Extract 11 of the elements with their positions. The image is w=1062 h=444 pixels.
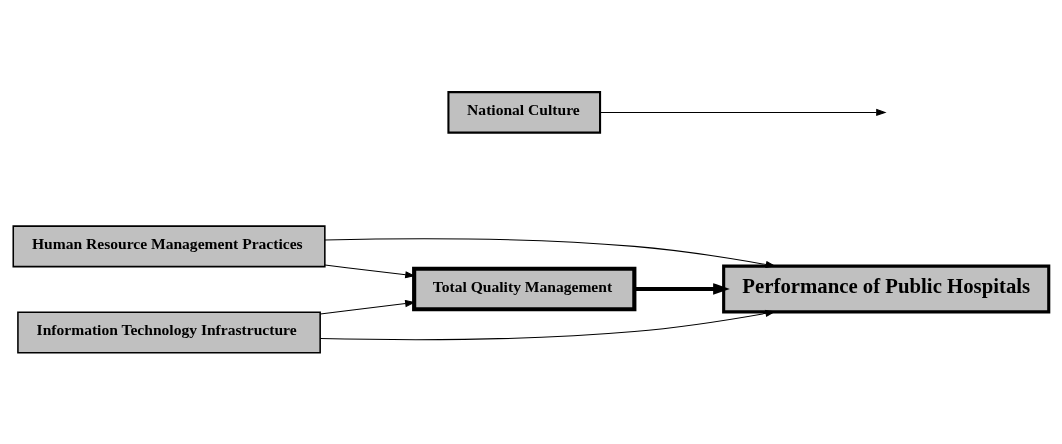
node-box: Human Resource Management Practices: [12, 224, 326, 267]
arrow: [324, 237, 777, 268]
arrow: [599, 108, 887, 116]
node-box: Performance of Public Hospitals: [722, 264, 1051, 313]
arrow: [319, 309, 776, 340]
arrow: [324, 264, 416, 278]
node-box: Information Technology Infrastructure: [17, 311, 321, 354]
arrow: [634, 282, 730, 295]
arrow: [319, 299, 416, 315]
node-box: National Culture: [447, 90, 602, 134]
node-box: Total Quality Management: [412, 266, 637, 311]
